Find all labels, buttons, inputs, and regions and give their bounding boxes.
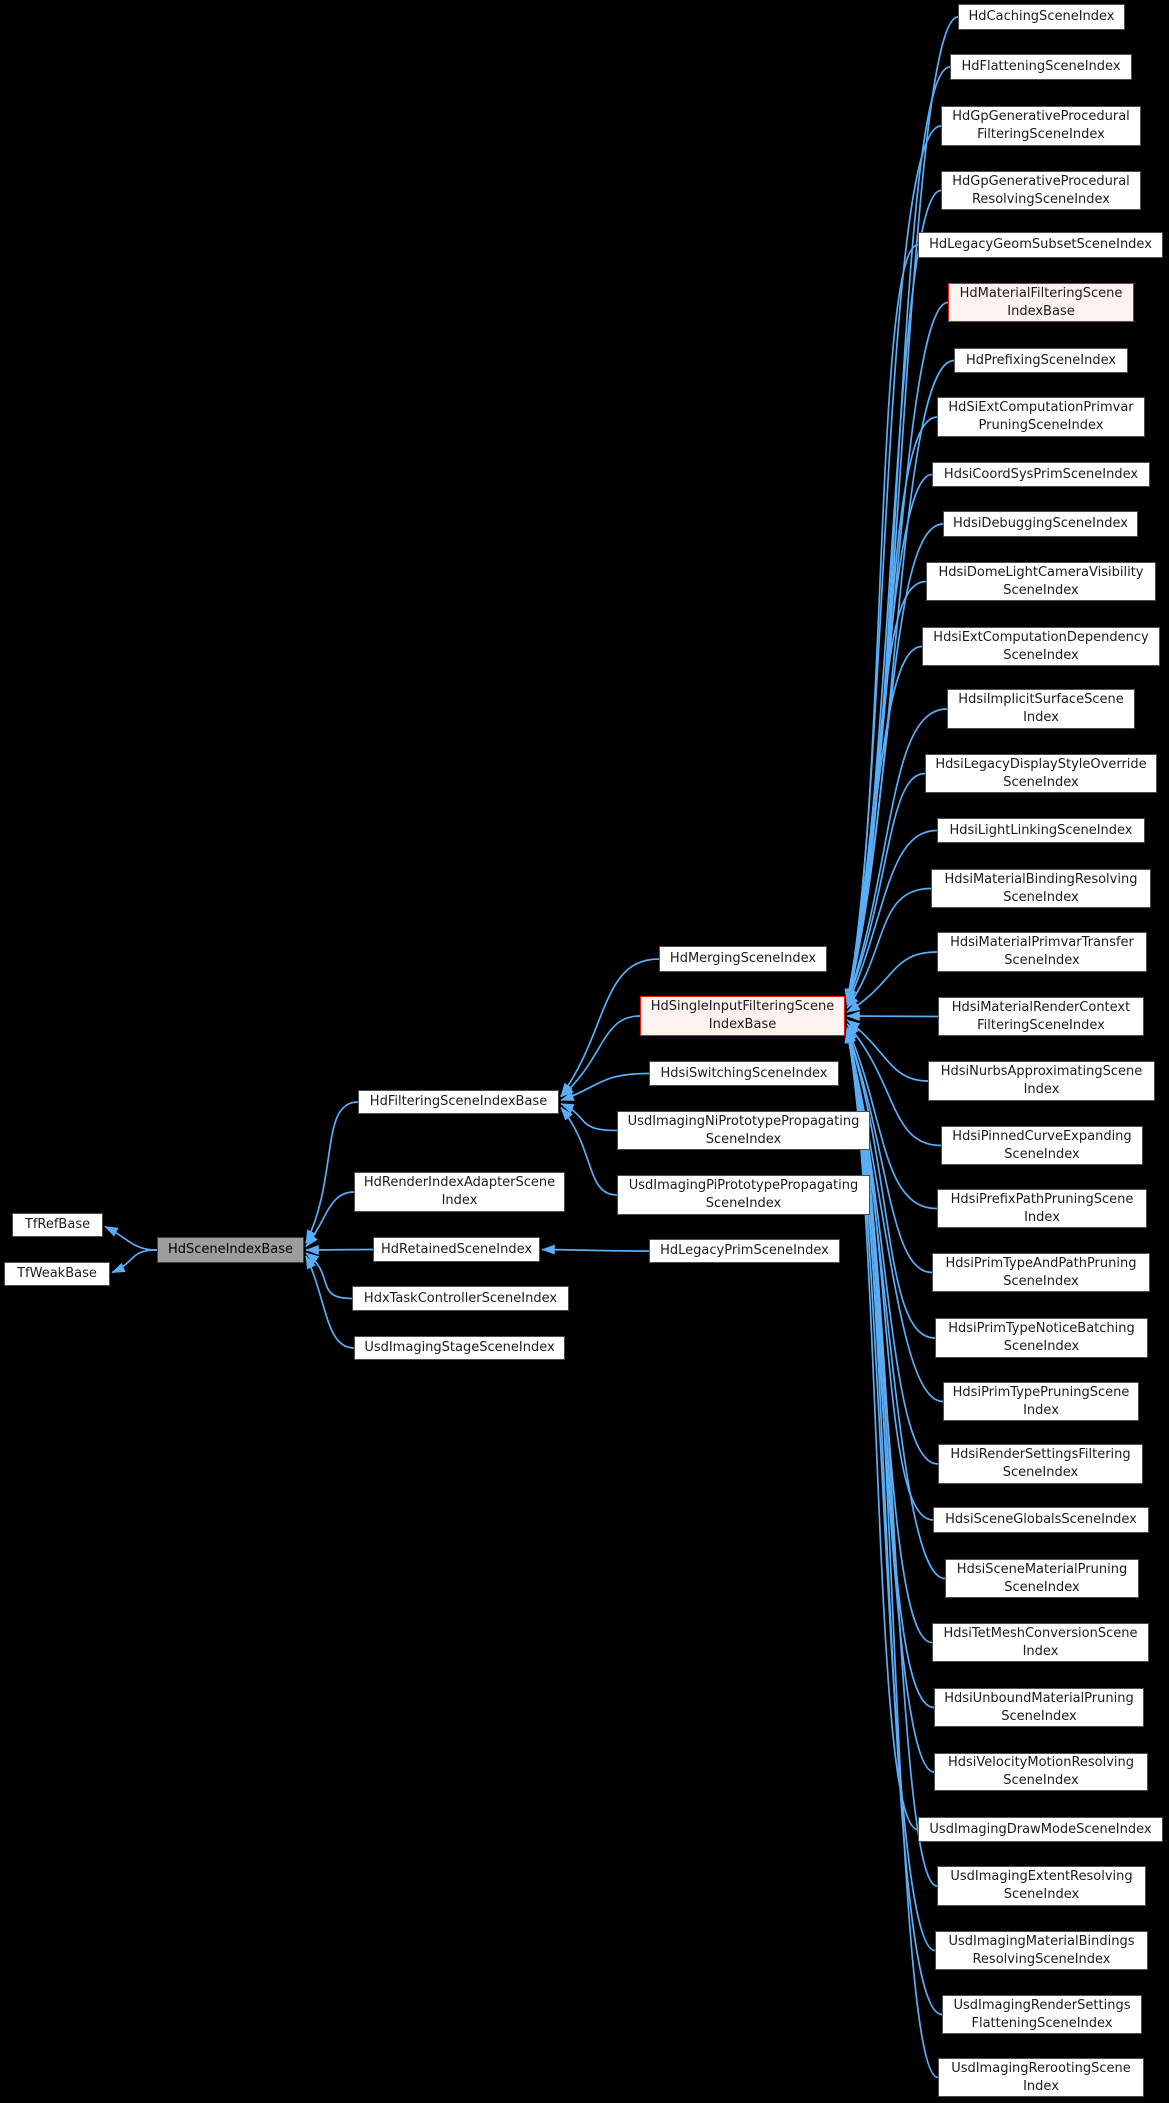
inheritance-arrow-hdsi-ext-computation-dependency-scene-index-to-hd-single-input-filtering-scene-index-base (844, 645, 923, 1003)
inheritance-arrow-usd-imaging-extent-resolving-scene-index-to-hd-single-input-filtering-scene-index-base (845, 1029, 938, 1887)
class-box-hdsi-debugging-scene-index[interactable]: HdsiDebuggingSceneIndex (943, 511, 1138, 537)
inheritance-arrow-hdx-task-controller-scene-index-to-hd-scene-index-base (305, 1252, 353, 1300)
class-box-hd-gp-generative-procedural-resolving-scene-index[interactable]: HdGpGenerativeProcedural ResolvingSceneI… (941, 171, 1141, 210)
class-box-usd-imaging-draw-mode-scene-index[interactable]: UsdImagingDrawModeSceneIndex (918, 1817, 1163, 1842)
class-box-tf-weak-base[interactable]: TfWeakBase (4, 1262, 110, 1286)
inheritance-arrow-usd-imaging-pi-prototype-propagating-scene-index-to-hd-filtering-scene-index-base (560, 1107, 618, 1196)
inheritance-arrow-hdsi-prim-type-notice-batching-scene-index-to-hd-single-input-filtering-scene-index-base (846, 1029, 936, 1339)
inheritance-arrow-hdsi-pinned-curve-expanding-scene-index-to-hd-single-input-filtering-scene-index-base (846, 1023, 942, 1147)
class-box-usd-imaging-material-bindings-resolving-scene-index[interactable]: UsdImagingMaterialBindings ResolvingScen… (935, 1931, 1148, 1970)
class-box-hdx-task-controller-scene-index[interactable]: HdxTaskControllerSceneIndex (352, 1286, 569, 1311)
class-box-usd-imaging-pi-prototype-propagating-scene-index[interactable]: UsdImagingPiPrototypePropagating SceneIn… (617, 1175, 870, 1215)
class-box-hdsi-implicit-surface-scene-index[interactable]: HdsiImplicitSurfaceScene Index (947, 689, 1135, 729)
class-box-hd-single-input-filtering-scene-index-base[interactable]: HdSingleInputFilteringScene IndexBase (640, 996, 845, 1036)
class-box-hdsi-dome-light-camera-visibility-scene-index[interactable]: HdsiDomeLightCameraVisibility SceneIndex (926, 562, 1156, 601)
inheritance-arrow-hdsi-dome-light-camera-visibility-scene-index-to-hd-single-input-filtering-scene-index-base (845, 580, 927, 1003)
class-box-usd-imaging-rerooting-scene-index[interactable]: UsdImagingRerootingScene Index (938, 2058, 1144, 2097)
class-box-hdsi-nurbs-approximating-scene-index[interactable]: HdsiNurbsApproximatingScene Index (928, 1061, 1155, 1101)
inheritance-arrow-hdsi-debugging-scene-index-to-hd-single-input-filtering-scene-index-base (845, 523, 944, 1003)
class-box-hd-retained-scene-index[interactable]: HdRetainedSceneIndex (373, 1237, 540, 1262)
inheritance-arrow-hdsi-material-binding-resolving-scene-index-to-hd-single-input-filtering-scene-index-base (846, 887, 932, 1009)
inheritance-arrow-hdsi-legacy-display-style-override-scene-index-to-hd-single-input-filtering-scene-index-base (846, 772, 926, 1003)
inheritance-arrow-hd-render-index-adapter-scene-index-to-hd-scene-index-base (305, 1191, 355, 1248)
inheritance-arrow-usd-imaging-rerooting-scene-index-to-hd-single-input-filtering-scene-index-base (845, 1029, 939, 2079)
class-box-hdsi-material-render-context-filtering-scene-index[interactable]: HdsiMaterialRenderContext FilteringScene… (938, 997, 1144, 1036)
class-box-usd-imaging-render-settings-flattening-scene-index[interactable]: UsdImagingRenderSettings FlatteningScene… (942, 1995, 1142, 2034)
class-box-hdsi-prim-type-and-path-pruning-scene-index[interactable]: HdsiPrimTypeAndPathPruning SceneIndex (932, 1253, 1150, 1292)
class-box-usd-imaging-extent-resolving-scene-index[interactable]: UsdImagingExtentResolving SceneIndex (937, 1866, 1146, 1906)
class-box-hdsi-light-linking-scene-index[interactable]: HdsiLightLinkingSceneIndex (937, 818, 1145, 843)
class-box-hdsi-velocity-motion-resolving-scene-index[interactable]: HdsiVelocityMotionResolving SceneIndex (934, 1753, 1148, 1791)
class-box-hd-gp-generative-procedural-filtering-scene-index[interactable]: HdGpGenerativeProcedural FilteringSceneI… (941, 106, 1141, 146)
class-box-hd-scene-index-base[interactable]: HdSceneIndexBase (157, 1237, 304, 1263)
inheritance-arrow-hd-legacy-geom-subset-scene-index-to-hd-single-input-filtering-scene-index-base (844, 244, 919, 1003)
inheritance-arrow-hdsi-implicit-surface-scene-index-to-hd-single-input-filtering-scene-index-base (846, 708, 948, 1003)
inheritance-arrow-hdsi-prim-type-and-path-pruning-scene-index-to-hd-single-input-filtering-scene-index-base (846, 1029, 933, 1274)
inheritance-arrow-hd-merging-scene-index-to-hd-filtering-scene-index-base (560, 958, 660, 1097)
class-box-hdsi-unbound-material-pruning-scene-index[interactable]: HdsiUnboundMaterialPruning SceneIndex (934, 1688, 1144, 1727)
class-box-hd-legacy-geom-subset-scene-index[interactable]: HdLegacyGeomSubsetSceneIndex (918, 232, 1163, 258)
class-box-hd-merging-scene-index[interactable]: HdMergingSceneIndex (659, 946, 827, 972)
inheritance-arrow-hdsi-material-primvar-transfer-scene-index-to-hd-single-input-filtering-scene-index-base (846, 951, 938, 1013)
inheritance-arrow-hd-filtering-scene-index-base-to-hd-scene-index-base (305, 1101, 359, 1244)
inheritance-arrow-hdsi-light-linking-scene-index-to-hd-single-input-filtering-scene-index-base (846, 829, 938, 1006)
class-box-usd-imaging-stage-scene-index[interactable]: UsdImagingStageSceneIndex (354, 1336, 565, 1360)
class-box-hdsi-material-binding-resolving-scene-index[interactable]: HdsiMaterialBindingResolving SceneIndex (931, 869, 1151, 908)
inheritance-arrow-hdsi-switching-scene-index-to-hd-filtering-scene-index-base (560, 1072, 650, 1102)
class-box-hdsi-prim-type-pruning-scene-index[interactable]: HdsiPrimTypePruningScene Index (943, 1382, 1139, 1421)
inheritance-arrow-hd-scene-index-base-to-tf-weak-base (111, 1249, 158, 1274)
class-box-hd-flattening-scene-index[interactable]: HdFlatteningSceneIndex (950, 54, 1132, 80)
class-box-hd-caching-scene-index[interactable]: HdCachingSceneIndex (958, 4, 1125, 30)
class-box-hd-legacy-prim-scene-index[interactable]: HdLegacyPrimSceneIndex (649, 1239, 840, 1263)
class-box-hdsi-tet-mesh-conversion-scene-index[interactable]: HdsiTetMeshConversionScene Index (932, 1623, 1149, 1662)
class-box-hdsi-prefix-path-pruning-scene-index[interactable]: HdsiPrefixPathPruningScene Index (937, 1189, 1147, 1228)
class-box-hdsi-legacy-display-style-override-scene-index[interactable]: HdsiLegacyDisplayStyleOverride SceneInde… (925, 754, 1157, 793)
inheritance-arrow-usd-imaging-stage-scene-index-to-hd-scene-index-base (305, 1255, 355, 1349)
class-box-tf-ref-base[interactable]: TfRefBase (12, 1213, 103, 1237)
inheritance-arrow-hdsi-prim-type-pruning-scene-index-to-hd-single-input-filtering-scene-index-base (845, 1029, 944, 1403)
class-box-hd-render-index-adapter-scene-index[interactable]: HdRenderIndexAdapterScene Index (354, 1172, 565, 1212)
inheritance-arrow-hd-scene-index-base-to-tf-ref-base (104, 1225, 158, 1251)
inheritance-arrow-usd-imaging-ni-prototype-propagating-scene-index-to-hd-filtering-scene-index-base (560, 1102, 618, 1132)
class-box-hd-si-ext-computation-primvar-pruning-scene-index[interactable]: HdSiExtComputationPrimvar PruningSceneIn… (937, 397, 1145, 437)
class-box-hdsi-material-primvar-transfer-scene-index[interactable]: HdsiMaterialPrimvarTransfer SceneIndex (937, 932, 1147, 972)
class-box-hdsi-scene-material-pruning-scene-index[interactable]: HdsiSceneMaterialPruning SceneIndex (945, 1559, 1139, 1598)
class-box-hd-filtering-scene-index-base[interactable]: HdFilteringSceneIndexBase (358, 1090, 559, 1114)
inheritance-arrow-hdsi-prefix-path-pruning-scene-index-to-hd-single-input-filtering-scene-index-base (846, 1026, 938, 1210)
class-box-hdsi-scene-globals-scene-index[interactable]: HdsiSceneGlobalsSceneIndex (933, 1507, 1149, 1533)
class-box-hdsi-pinned-curve-expanding-scene-index[interactable]: HdsiPinnedCurveExpanding SceneIndex (941, 1126, 1143, 1165)
class-box-hdsi-coord-sys-prim-scene-index[interactable]: HdsiCoordSysPrimSceneIndex (932, 462, 1150, 487)
inheritance-arrow-hd-legacy-prim-scene-index-to-hd-retained-scene-index (541, 1244, 650, 1255)
class-box-hd-material-filtering-scene-index-base[interactable]: HdMaterialFilteringScene IndexBase (948, 283, 1134, 322)
class-box-usd-imaging-ni-prototype-propagating-scene-index[interactable]: UsdImagingNiPrototypePropagating SceneIn… (617, 1111, 870, 1150)
class-box-hdsi-ext-computation-dependency-scene-index[interactable]: HdsiExtComputationDependency SceneIndex (922, 627, 1160, 666)
class-box-hdsi-switching-scene-index[interactable]: HdsiSwitchingSceneIndex (649, 1061, 839, 1086)
class-box-hdsi-render-settings-filtering-scene-index[interactable]: HdsiRenderSettingsFiltering SceneIndex (938, 1444, 1143, 1484)
class-box-hdsi-prim-type-notice-batching-scene-index[interactable]: HdsiPrimTypeNoticeBatching SceneIndex (935, 1318, 1148, 1358)
inheritance-arrow-hd-single-input-filtering-scene-index-base-to-hd-filtering-scene-index-base (560, 1015, 641, 1098)
class-box-hd-prefixing-scene-index[interactable]: HdPrefixingSceneIndex (954, 348, 1128, 373)
